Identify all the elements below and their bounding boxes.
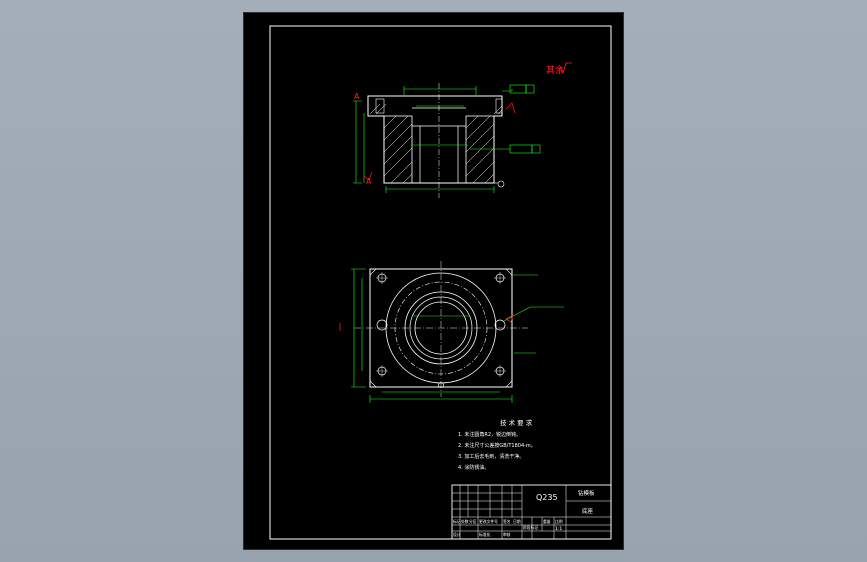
material: Q235	[536, 493, 558, 502]
svg-text:日期: 日期	[513, 519, 521, 524]
right-hatch	[465, 115, 495, 184]
left-hatch	[383, 115, 413, 184]
tech-req-item-3: 3. 加工后去毛刺，清洗干净。	[458, 453, 524, 460]
technical-requirements: 技 术 要 求 1. 未注圆角R2，锐边倒钝。 2. 未注尺寸公差按GB/T18…	[458, 418, 536, 471]
roughness-symbol	[559, 62, 572, 75]
section-view: A A	[353, 83, 541, 198]
section-label-top: A	[354, 92, 360, 101]
svg-text:重量: 重量	[543, 519, 551, 524]
title-block: Q235 钻模板 底座 标记 处数 分区 更改文件号 签名 日期 设计 标准化 …	[451, 484, 612, 540]
svg-text:审核: 审核	[503, 532, 511, 537]
plan-view	[339, 261, 564, 403]
svg-text:分区: 分区	[469, 519, 477, 524]
right-wall	[465, 115, 495, 184]
svg-text:标准化: 标准化	[479, 532, 491, 537]
datum-symbol	[497, 180, 505, 188]
section-outline	[367, 95, 503, 184]
svg-text:比例: 比例	[555, 519, 563, 524]
scale: 1:1	[555, 526, 562, 532]
svg-text:阶段标记: 阶段标记	[523, 525, 538, 530]
part-name: 钻模板	[578, 489, 595, 497]
cad-drawing: 其余	[269, 25, 612, 540]
drawing-name: 底座	[582, 507, 594, 515]
svg-text:设计: 设计	[453, 532, 461, 537]
tech-req-item-4: 4. 涂防锈油。	[458, 464, 489, 471]
svg-text:处数: 处数	[461, 519, 469, 524]
tech-req-item-1: 1. 未注圆角R2，锐边倒钝。	[458, 431, 521, 438]
roughness-note: 其余	[546, 64, 564, 76]
svg-text:标记: 标记	[453, 519, 461, 524]
svg-text:签名: 签名	[503, 519, 511, 524]
left-wall	[383, 115, 413, 184]
svg-text:更改文件号: 更改文件号	[479, 519, 498, 524]
drawing-sheet[interactable]: 其余	[244, 13, 623, 549]
tech-req-item-2: 2. 未注尺寸公差按GB/T1804-m。	[458, 442, 536, 449]
section-label-bottom: A	[366, 177, 372, 186]
tech-req-title: 技 术 要 求	[500, 418, 533, 427]
border-frame	[269, 25, 612, 540]
